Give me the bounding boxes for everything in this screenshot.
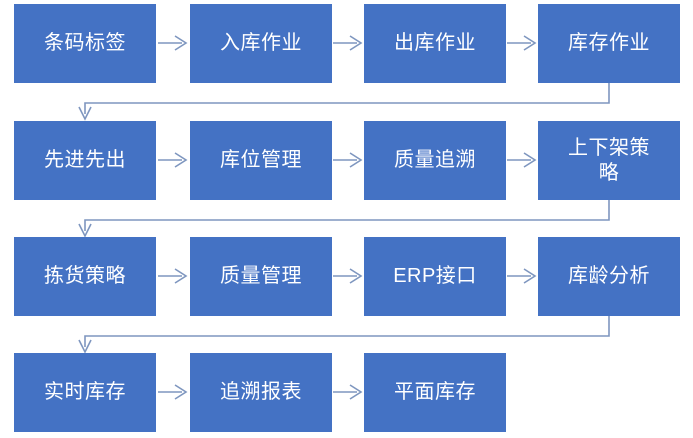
arrow-right-r3-3 xyxy=(507,265,537,287)
flow-node-location-management[interactable]: 库位管理 xyxy=(190,121,332,200)
flow-node-quality-management[interactable]: 质量管理 xyxy=(190,237,332,316)
arrow-right-r1-1 xyxy=(158,32,188,54)
flow-node-outbound-operation[interactable]: 出库作业 xyxy=(364,4,506,83)
arrow-right-r3-2 xyxy=(333,265,363,287)
flow-node-label: 先进先出 xyxy=(44,149,126,172)
flow-node-stock-age-analysis[interactable]: 库龄分析 xyxy=(538,237,680,316)
arrow-right-r1-2 xyxy=(333,32,363,54)
flow-node-traceability-report[interactable]: 追溯报表 xyxy=(190,353,332,432)
arrow-right-r4-2 xyxy=(333,381,363,403)
arrow-right-r2-1 xyxy=(158,149,188,171)
flow-node-label: 入库作业 xyxy=(220,32,302,55)
arrow-right-r1-3 xyxy=(507,32,537,54)
flow-node-inbound-operation[interactable]: 入库作业 xyxy=(190,4,332,83)
flow-node-erp-interface[interactable]: ERP接口 xyxy=(364,237,506,316)
flow-node-label: 出库作业 xyxy=(394,32,476,55)
wrap-connector-row3-row4 xyxy=(78,316,618,356)
flow-node-label: 质量追溯 xyxy=(394,149,476,172)
flow-node-barcode-label[interactable]: 条码标签 xyxy=(14,4,156,83)
flow-node-fifo[interactable]: 先进先出 xyxy=(14,121,156,200)
flow-node-label: 实时库存 xyxy=(44,381,126,404)
arrow-right-r3-1 xyxy=(158,265,188,287)
arrow-right-r2-3 xyxy=(507,149,537,171)
flow-node-label: 库位管理 xyxy=(220,149,302,172)
wrap-connector-row2-row3 xyxy=(78,200,618,240)
arrow-right-r4-1 xyxy=(158,381,188,403)
flow-node-label: 平面库存 xyxy=(394,381,476,404)
flow-node-stock-operation[interactable]: 库存作业 xyxy=(538,4,680,83)
wrap-connector-row1-row2 xyxy=(78,83,618,123)
flow-node-realtime-inventory[interactable]: 实时库存 xyxy=(14,353,156,432)
flow-node-label: 库存作业 xyxy=(568,32,650,55)
flow-node-label: 追溯报表 xyxy=(220,381,302,404)
flow-node-floor-inventory[interactable]: 平面库存 xyxy=(364,353,506,432)
flow-node-label: 质量管理 xyxy=(220,265,302,288)
arrow-right-r2-2 xyxy=(333,149,363,171)
flow-node-putaway-retrieval-strategy[interactable]: 上下架策略 xyxy=(538,121,680,200)
flow-node-quality-traceability[interactable]: 质量追溯 xyxy=(364,121,506,200)
flow-node-label: 条码标签 xyxy=(44,32,126,55)
flow-node-label: 拣货策略 xyxy=(44,265,126,288)
flow-node-label: 库龄分析 xyxy=(568,265,650,288)
flow-node-picking-strategy[interactable]: 拣货策略 xyxy=(14,237,156,316)
flow-node-label: 上下架策略 xyxy=(568,137,650,184)
flow-node-label: ERP接口 xyxy=(393,265,477,288)
